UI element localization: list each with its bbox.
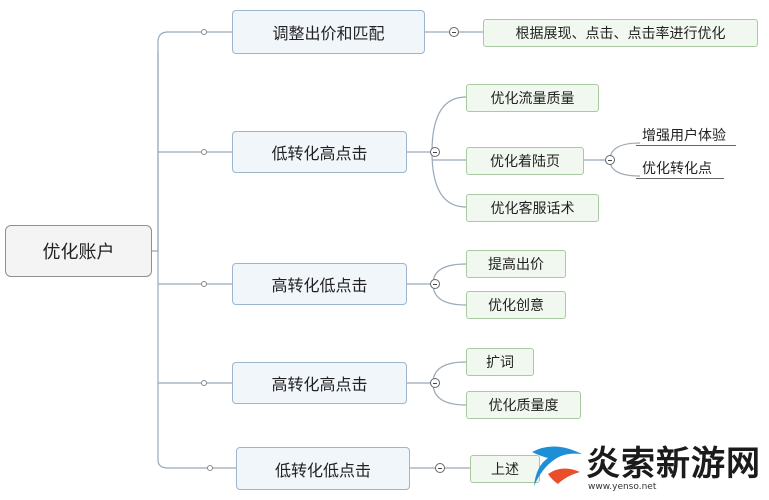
connector-dot <box>201 29 207 35</box>
collapse-toggle-icon[interactable] <box>430 279 440 289</box>
collapse-toggle-icon[interactable] <box>430 378 440 388</box>
collapse-toggle-icon[interactable] <box>449 27 459 37</box>
bird-logo-icon <box>532 446 582 486</box>
leaf-node-raise-bid[interactable]: 提高出价 <box>466 250 566 278</box>
collapse-toggle-icon[interactable] <box>430 147 440 157</box>
site-watermark: 炎索新游网 www.yenso.net <box>528 432 769 500</box>
leaf-node-traffic-quality[interactable]: 优化流量质量 <box>466 84 599 112</box>
leaf-node-optimize-creative[interactable]: 优化创意 <box>466 291 566 319</box>
watermark-url: www.yenso.net <box>588 482 657 492</box>
leaf-node-expand-keywords[interactable]: 扩词 <box>466 348 534 376</box>
branch-node-high-conv-low-click[interactable]: 高转化低点击 <box>232 263 407 305</box>
connector-dot <box>207 465 213 471</box>
subleaf-node-conversion-point[interactable]: 优化转化点 <box>636 157 724 179</box>
collapse-toggle-icon[interactable] <box>605 155 615 165</box>
collapse-toggle-icon[interactable] <box>435 463 445 473</box>
subleaf-node-user-experience[interactable]: 增强用户体验 <box>636 124 736 146</box>
leaf-node-customer-service-script[interactable]: 优化客服话术 <box>466 194 599 222</box>
connector-dot <box>201 149 207 155</box>
leaf-node-optimize-by-metrics[interactable]: 根据展现、点击、点击率进行优化 <box>483 19 758 47</box>
branch-node-high-conv-high-click[interactable]: 高转化高点击 <box>232 362 407 404</box>
connector-dot <box>201 281 207 287</box>
root-node[interactable]: 优化账户 <box>5 225 152 277</box>
branch-node-adjust-bid[interactable]: 调整出价和匹配 <box>232 10 425 54</box>
connector-dot <box>201 380 207 386</box>
branch-node-low-conv-high-click[interactable]: 低转化高点击 <box>232 131 407 173</box>
leaf-node-quality-score[interactable]: 优化质量度 <box>466 391 581 419</box>
watermark-text: 炎索新游网 <box>586 444 761 484</box>
leaf-node-above[interactable]: 上述 <box>470 455 540 483</box>
leaf-node-landing-page[interactable]: 优化着陆页 <box>466 147 584 175</box>
branch-node-low-conv-low-click[interactable]: 低转化低点击 <box>236 447 410 490</box>
